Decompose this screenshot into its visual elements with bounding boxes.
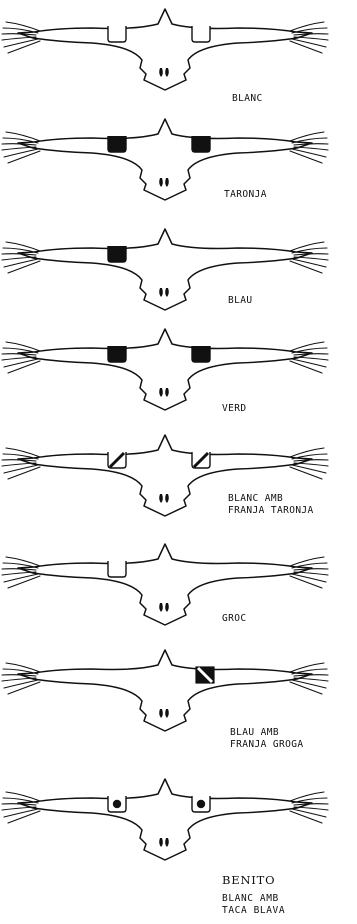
wing-feather xyxy=(4,809,38,817)
tag-figure xyxy=(0,772,357,882)
vulture-body-outline xyxy=(18,329,312,410)
wing-feather xyxy=(292,359,326,367)
wing-feather xyxy=(2,357,36,360)
right-wing-tag xyxy=(192,136,210,152)
wing-feather xyxy=(8,467,40,479)
vulture-silhouette xyxy=(0,112,330,212)
tag-figure xyxy=(0,322,357,432)
vulture-body-outline xyxy=(18,544,312,625)
wing-feather xyxy=(4,149,38,157)
wing-feather xyxy=(2,572,36,575)
wing-feather xyxy=(2,807,36,810)
vulture-silhouette xyxy=(0,322,330,422)
left-wing-tag xyxy=(108,796,126,812)
left-wing-tag xyxy=(108,246,126,262)
wing-feather xyxy=(8,41,40,53)
tag-color-label: BLAU AMB xyxy=(230,727,279,738)
wing-feather xyxy=(294,147,328,150)
wing-feather xyxy=(290,811,322,823)
tag-figure xyxy=(0,222,357,332)
vulture-body-outline xyxy=(18,779,312,860)
wing-feather xyxy=(8,361,40,373)
wing-feather xyxy=(2,678,36,681)
tag-color-label: BENITO xyxy=(222,873,275,887)
wing-feather xyxy=(8,811,40,823)
wing-feather xyxy=(294,572,328,575)
wing-feather xyxy=(2,37,36,40)
wing-feather xyxy=(294,357,328,360)
left-wing-tag xyxy=(108,452,126,468)
wing-feather xyxy=(8,576,40,588)
wing-feather xyxy=(294,678,328,681)
tag-figure xyxy=(0,428,357,538)
wing-feather xyxy=(290,682,322,694)
tag-color-label: BLANC AMB xyxy=(222,893,279,904)
wing-feather xyxy=(292,465,326,473)
tag-figure xyxy=(0,643,357,753)
vulture-silhouette xyxy=(0,537,330,637)
vulture-body-outline xyxy=(18,9,312,90)
vulture-silhouette xyxy=(0,222,330,322)
right-wing-tag xyxy=(192,26,210,42)
vulture-silhouette xyxy=(0,643,330,743)
wing-feather xyxy=(4,259,38,267)
tag-color-label: TACA BLAVA xyxy=(222,905,285,916)
tag-color-label: FRANJA TARONJA xyxy=(228,505,314,516)
wing-feather xyxy=(290,576,322,588)
wing-feather xyxy=(8,261,40,273)
wing-feather xyxy=(292,259,326,267)
right-wing-tag xyxy=(192,452,210,468)
left-wing-tag xyxy=(108,26,126,42)
left-wing-tag xyxy=(108,561,126,577)
wing-feather xyxy=(292,809,326,817)
wing-feather xyxy=(8,151,40,163)
tag-figure xyxy=(0,2,357,112)
wing-feather xyxy=(4,359,38,367)
wing-feather xyxy=(294,807,328,810)
wing-feather xyxy=(4,680,38,688)
right-wing-tag xyxy=(196,667,214,683)
wing-feather xyxy=(292,574,326,582)
wing-feather xyxy=(290,151,322,163)
left-wing-tag xyxy=(108,346,126,362)
tag-color-label: BLANC AMB xyxy=(228,493,283,504)
left-wing-tag xyxy=(108,136,126,152)
wing-feather xyxy=(290,361,322,373)
wing-feather xyxy=(294,257,328,260)
wing-feather xyxy=(2,147,36,150)
wing-feather xyxy=(294,463,328,466)
vulture-body-outline xyxy=(18,650,312,731)
tag-figure xyxy=(0,537,357,647)
vulture-body-outline xyxy=(18,229,312,310)
wing-feather xyxy=(4,465,38,473)
wing-feather xyxy=(292,39,326,47)
tag-color-label: TARONJA xyxy=(224,189,267,200)
wing-feather xyxy=(2,257,36,260)
wing-feather xyxy=(292,680,326,688)
right-wing-tag xyxy=(192,796,210,812)
wing-feather xyxy=(290,41,322,53)
wing-feather xyxy=(4,39,38,47)
wing-feather xyxy=(292,149,326,157)
wing-feather xyxy=(4,574,38,582)
tag-color-label: FRANJA GROGA xyxy=(230,739,303,750)
tag-color-label: GROC xyxy=(222,613,246,624)
wing-feather xyxy=(290,261,322,273)
wing-feather xyxy=(294,37,328,40)
vulture-silhouette xyxy=(0,2,330,102)
tag-color-label: BLANC xyxy=(232,93,263,104)
vulture-silhouette xyxy=(0,772,330,872)
vulture-body-outline xyxy=(18,119,312,200)
tag-color-label: VERD xyxy=(222,403,246,414)
tag-figure xyxy=(0,112,357,222)
wing-feather xyxy=(290,467,322,479)
wing-feather xyxy=(2,463,36,466)
right-wing-tag xyxy=(192,346,210,362)
wing-feather xyxy=(8,682,40,694)
tag-color-label: BLAU xyxy=(228,295,252,306)
